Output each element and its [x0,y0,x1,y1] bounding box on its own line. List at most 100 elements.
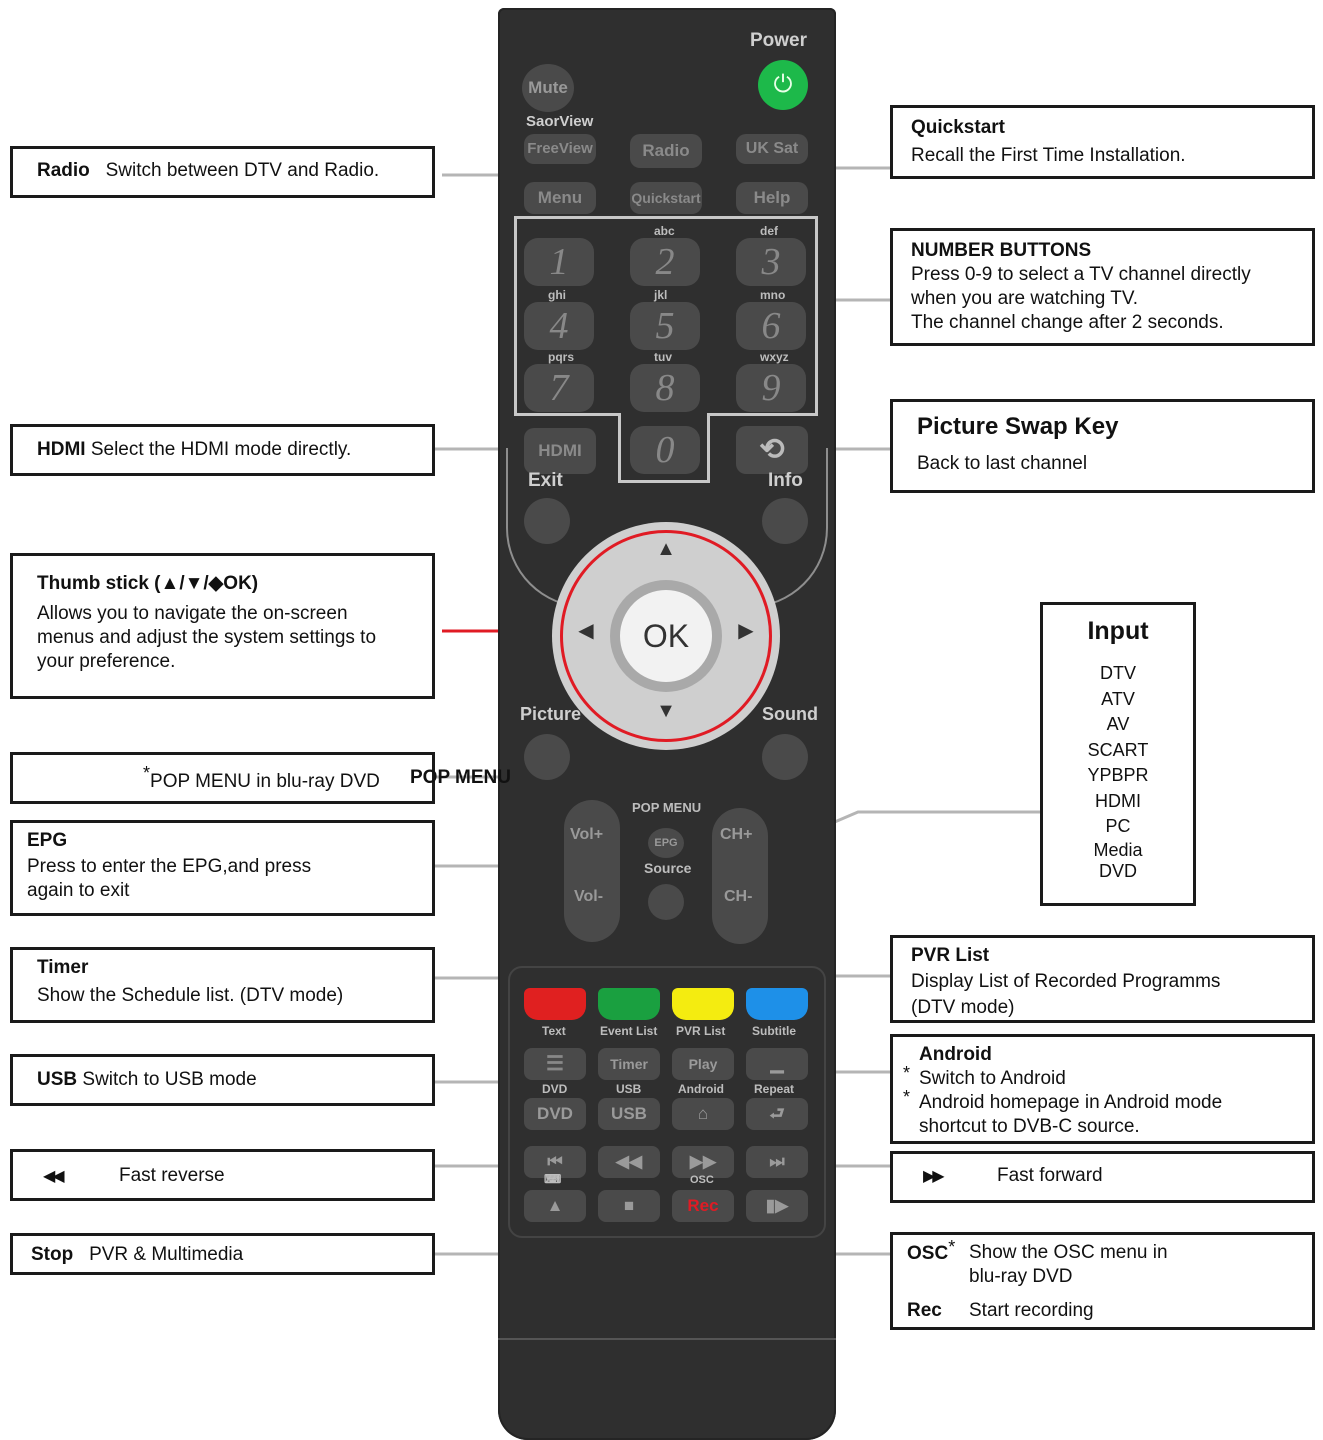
input-item: AV [1106,714,1130,734]
ok-button[interactable]: OK [620,590,712,682]
usb-callout: USB Switch to USB mode [10,1054,435,1106]
sound-button[interactable] [762,734,808,780]
saorview-label: SaorView [526,113,594,130]
repeat-icon: ⮐ [769,1104,785,1123]
picture-swap-callout-title: Picture Swap Key [917,413,1119,440]
epg-label: EPG [654,837,678,849]
step-play-icon: ▮▶ [765,1196,789,1215]
input-callout-title: Input [1087,617,1149,645]
ok-label: OK [642,618,690,654]
eject-button[interactable]: ▲ [524,1190,586,1222]
info-button[interactable] [762,498,808,544]
thumb-stick-callout: Thumb stick (▲/▼/◆OK) Allows you to navi… [10,553,435,699]
dpad-highlight-ring [560,530,772,742]
up-arrow-icon[interactable]: ▲ [656,538,676,560]
number-buttons-callout-title: NUMBER BUTTONS [911,240,1092,261]
skip-back-icon: ⏮ [547,1152,563,1171]
play-button[interactable]: Play [672,1048,734,1080]
mute-button[interactable]: Mute [522,64,574,112]
epg-button[interactable]: EPG [648,828,684,858]
exit-button[interactable] [524,498,570,544]
picture-label: Picture [520,704,582,724]
osc-callout-line1: Show the OSC menu in [969,1242,1168,1263]
number-button-4[interactable]: 4 [524,302,594,350]
repeat-button[interactable]: ⮐ [746,1098,808,1130]
pop-menu-callout: *POP MENU in blu-ray DVD [10,752,435,804]
number-button-6[interactable]: 6 [736,302,806,350]
quickstart-callout-text: Recall the First Time Installation. [911,145,1186,166]
text-button[interactable]: ☰ [524,1048,586,1080]
timer-callout-text: Show the Schedule list. (DTV mode) [37,985,344,1006]
yellow-button[interactable] [672,988,734,1020]
menu-button[interactable]: Menu [524,182,596,214]
number-button-1[interactable]: 1 [524,238,594,286]
input-item: DVD [1098,860,1137,881]
thumb-stick-callout-line2: menus and adjust the system settings to [37,627,377,648]
android-callout-line3: shortcut to DVB-C source. [919,1116,1140,1137]
text-label: Text [542,1024,566,1038]
fast-forward-callout-text: Fast forward [997,1165,1103,1186]
uksat-button[interactable]: UK Sat [736,134,808,164]
osc-rec-callout: OSC* Show the OSC menu in blu-ray DVD Re… [890,1232,1315,1330]
vol-plus-label: Vol+ [570,826,604,843]
osc-label: OSC [690,1174,714,1186]
android-home-button[interactable]: ⌂ [672,1098,734,1130]
pvr-list-callout-line1: Display List of Recorded Programms [911,971,1221,992]
picture-button[interactable] [524,734,570,780]
right-arrow-icon[interactable]: ▶ [738,620,754,642]
ch-minus-label: CH- [724,888,753,905]
number-button-8[interactable]: 8 [630,364,700,412]
skip-forward-icon: ⏭ [769,1152,785,1171]
quickstart-button[interactable]: Quickstart [630,182,702,214]
mute-label: Mute [528,78,568,97]
freeview-button[interactable]: FreeView [524,134,596,164]
number-button-2[interactable]: 2 [630,238,700,286]
radio-button[interactable]: Radio [630,134,702,168]
keyboard-icon: ⌨ [544,1172,562,1186]
dvd-button[interactable]: DVD [524,1098,586,1130]
green-button[interactable] [598,988,660,1020]
power-label: Power [750,30,808,51]
osc-star: * [948,1237,956,1257]
fast-reverse-button[interactable]: ◀◀ [598,1146,660,1178]
number-button-9[interactable]: 9 [736,364,806,412]
input-item: Media [1093,839,1143,860]
thumb-stick-callout-line3: your preference. [37,651,176,672]
pop-menu-overlap-text: POP MENU [410,767,512,788]
input-item: YPBPR [1087,765,1149,785]
number-button-7[interactable]: 7 [524,364,594,412]
step-play-button[interactable]: ▮▶ [746,1190,808,1222]
number-sub-label-3: def [760,224,778,238]
down-arrow-icon[interactable]: ▼ [656,700,676,722]
next-button[interactable]: ⏭ [746,1146,808,1178]
help-button[interactable]: Help [736,182,808,214]
number-sub-label-7: pqrs [548,350,575,364]
red-button[interactable] [524,988,586,1020]
left-arrow-icon[interactable]: ◀ [578,620,594,642]
number-keypad-frame-bl [514,413,621,416]
fast-forward-icon: ▶▶ [689,1152,717,1171]
subtitle-button[interactable]: ▁ [746,1048,808,1080]
android-label: Android [678,1082,724,1096]
power-button[interactable]: ⏻ [758,60,808,110]
power-icon: ⏻ [773,71,793,98]
timer-button[interactable]: Timer [598,1048,660,1080]
source-button[interactable] [648,884,684,920]
android-star-1: * [903,1063,911,1083]
number-button-0[interactable]: 0 [630,426,700,474]
input-item: HDMI [1095,790,1141,811]
vol-minus-label: Vol- [574,888,604,905]
number-buttons-callout-line2: when you are watching TV. [911,288,1139,309]
blue-button[interactable] [746,988,808,1020]
number-button-5[interactable]: 5 [630,302,700,350]
stop-button[interactable]: ■ [598,1190,660,1222]
usb-button[interactable]: USB [598,1098,660,1130]
rec-button[interactable]: Rec [672,1190,734,1222]
subtitle-icon: ▁ [770,1054,784,1073]
number-sub-label-9: wxyz [760,350,789,364]
number-buttons-callout-line3: The channel change after 2 seconds. [911,312,1224,333]
bottom-panel-frame [508,966,826,1238]
event-list-label: Event List [600,1024,658,1038]
number-button-3[interactable]: 3 [736,238,806,286]
volume-rocker[interactable] [564,800,620,942]
